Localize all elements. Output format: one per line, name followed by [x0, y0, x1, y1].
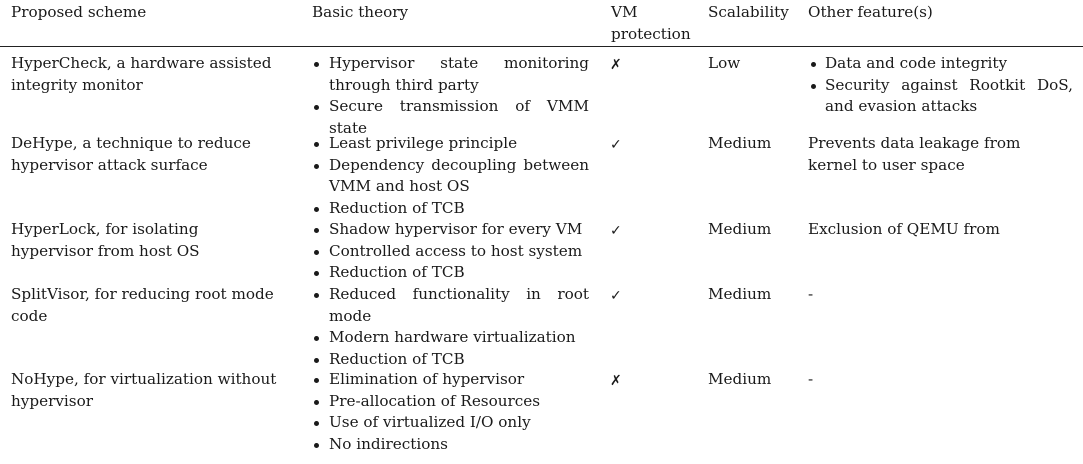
list-item: Reduced functionality in root mode: [310, 284, 589, 327]
list-item: Reduction of TCB: [310, 262, 589, 284]
features-cell: -: [808, 370, 814, 388]
scalability-cell: Medium: [708, 285, 772, 303]
list-item: Controlled access to host system: [310, 241, 589, 263]
features-cell: Prevents data leakage from kernel to use…: [808, 134, 1021, 174]
table-row: HyperLock, for isolating hypervisor from…: [0, 219, 1083, 284]
scalability-cell: Medium: [708, 370, 772, 388]
theory-cell: Elimination of hypervisor Pre-allocation…: [300, 369, 594, 461]
check-icon: ✓: [610, 288, 622, 304]
table-row: DeHype, a technique to reduce hypervisor…: [0, 133, 1083, 219]
theory-cell: Least privilege principle Dependency dec…: [300, 133, 594, 219]
scheme-cell: HyperLock, for isolating hypervisor from…: [11, 220, 200, 260]
scheme-cell: SplitVisor, for reducing root mode code: [11, 285, 274, 325]
list-item: Modern hardware virtualization: [310, 327, 589, 349]
list-item: Reduction of TCB: [310, 349, 589, 371]
cross-icon: ✗: [610, 57, 622, 73]
vm-protection-cell: ✓: [594, 219, 692, 284]
list-item: Least privilege principle: [310, 133, 589, 155]
vm-protection-cell: ✓: [594, 284, 692, 370]
list-item: Use of virtualized I/O only: [310, 412, 589, 434]
header-other-features: Other feature(s): [808, 3, 933, 21]
list-item: Reduction of TCB: [310, 198, 589, 220]
features-cell: Exclusion of QEMU from: [808, 220, 1000, 238]
features-cell: -: [808, 285, 814, 303]
vm-protection-cell: ✓: [594, 133, 692, 219]
theory-cell: Shadow hypervisor for every VM Controlle…: [300, 219, 594, 284]
scheme-cell: NoHype, for virtualization without hyper…: [11, 370, 277, 410]
table-row: HyperCheck, a hardware assisted integrit…: [0, 47, 1083, 137]
scalability-cell: Medium: [708, 220, 772, 238]
table-row: SplitVisor, for reducing root mode code …: [0, 284, 1083, 369]
list-item: Pre-allocation of Resources: [310, 391, 589, 413]
list-item: Elimination of hypervisor: [310, 369, 589, 391]
table-header: Proposed scheme Basic theory VM protecti…: [0, 0, 1083, 46]
header-proposed-scheme: Proposed scheme: [11, 3, 147, 21]
list-item: No indirections: [310, 434, 589, 456]
header-basic-theory: Basic theory: [312, 3, 409, 21]
scheme-cell: HyperCheck, a hardware assisted integrit…: [11, 54, 272, 94]
scheme-cell: DeHype, a technique to reduce hypervisor…: [11, 134, 251, 174]
cross-icon: ✗: [610, 373, 622, 389]
scalability-cell: Medium: [708, 134, 772, 152]
list-item: Shadow hypervisor for every VM: [310, 219, 589, 241]
check-icon: ✓: [610, 223, 622, 239]
header-vm-protection: VM protection: [611, 3, 691, 43]
list-item: Dependency decoupling between VMM and ho…: [310, 155, 589, 198]
list-item: Secure transmission of VMM state: [310, 96, 589, 139]
features-cell: Data and code integrity Security against…: [792, 53, 1083, 139]
theory-cell: Hypervisor state monitoring through thir…: [300, 53, 594, 139]
header-scalability: Scalability: [708, 3, 789, 21]
vm-protection-cell: ✗: [594, 53, 692, 139]
list-item: Hypervisor state monitoring through thir…: [310, 53, 589, 96]
list-item: Data and code integrity: [808, 53, 1073, 75]
scalability-cell: Low: [708, 54, 741, 72]
vm-protection-cell: ✗: [594, 369, 692, 461]
check-icon: ✓: [610, 137, 622, 153]
table-row: NoHype, for virtualization without hyper…: [0, 369, 1083, 461]
list-item: Security against Rootkit DoS, and evasio…: [808, 75, 1073, 118]
header-rule: [0, 46, 1083, 47]
theory-cell: Reduced functionality in root mode Moder…: [300, 284, 594, 370]
